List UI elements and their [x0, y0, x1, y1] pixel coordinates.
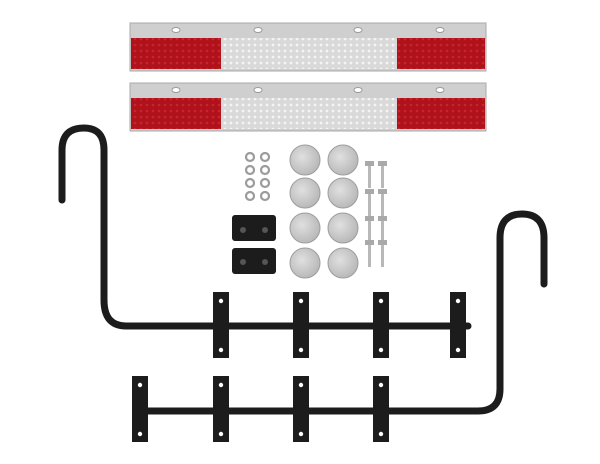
reflector-strip-2: [129, 82, 487, 132]
mount-hole: [353, 27, 363, 33]
small-washers: [244, 151, 271, 202]
mounting-bracket-1: [58, 124, 472, 330]
mount-hole: [171, 27, 181, 33]
bracket-1-clips: [213, 292, 466, 358]
clamp-blocks: [232, 215, 276, 274]
mount-hole: [253, 87, 263, 93]
mount-hole: [171, 87, 181, 93]
bolts: [365, 161, 387, 267]
mount-hole: [253, 27, 263, 33]
mount-hole: [353, 87, 363, 93]
mount-hole: [435, 87, 445, 93]
mounting-bracket-2: [132, 210, 548, 415]
mount-hole: [435, 27, 445, 33]
reflector-strip-1: [129, 22, 487, 72]
rubber-pads: [289, 144, 359, 279]
bracket-2-clips: [132, 376, 389, 442]
